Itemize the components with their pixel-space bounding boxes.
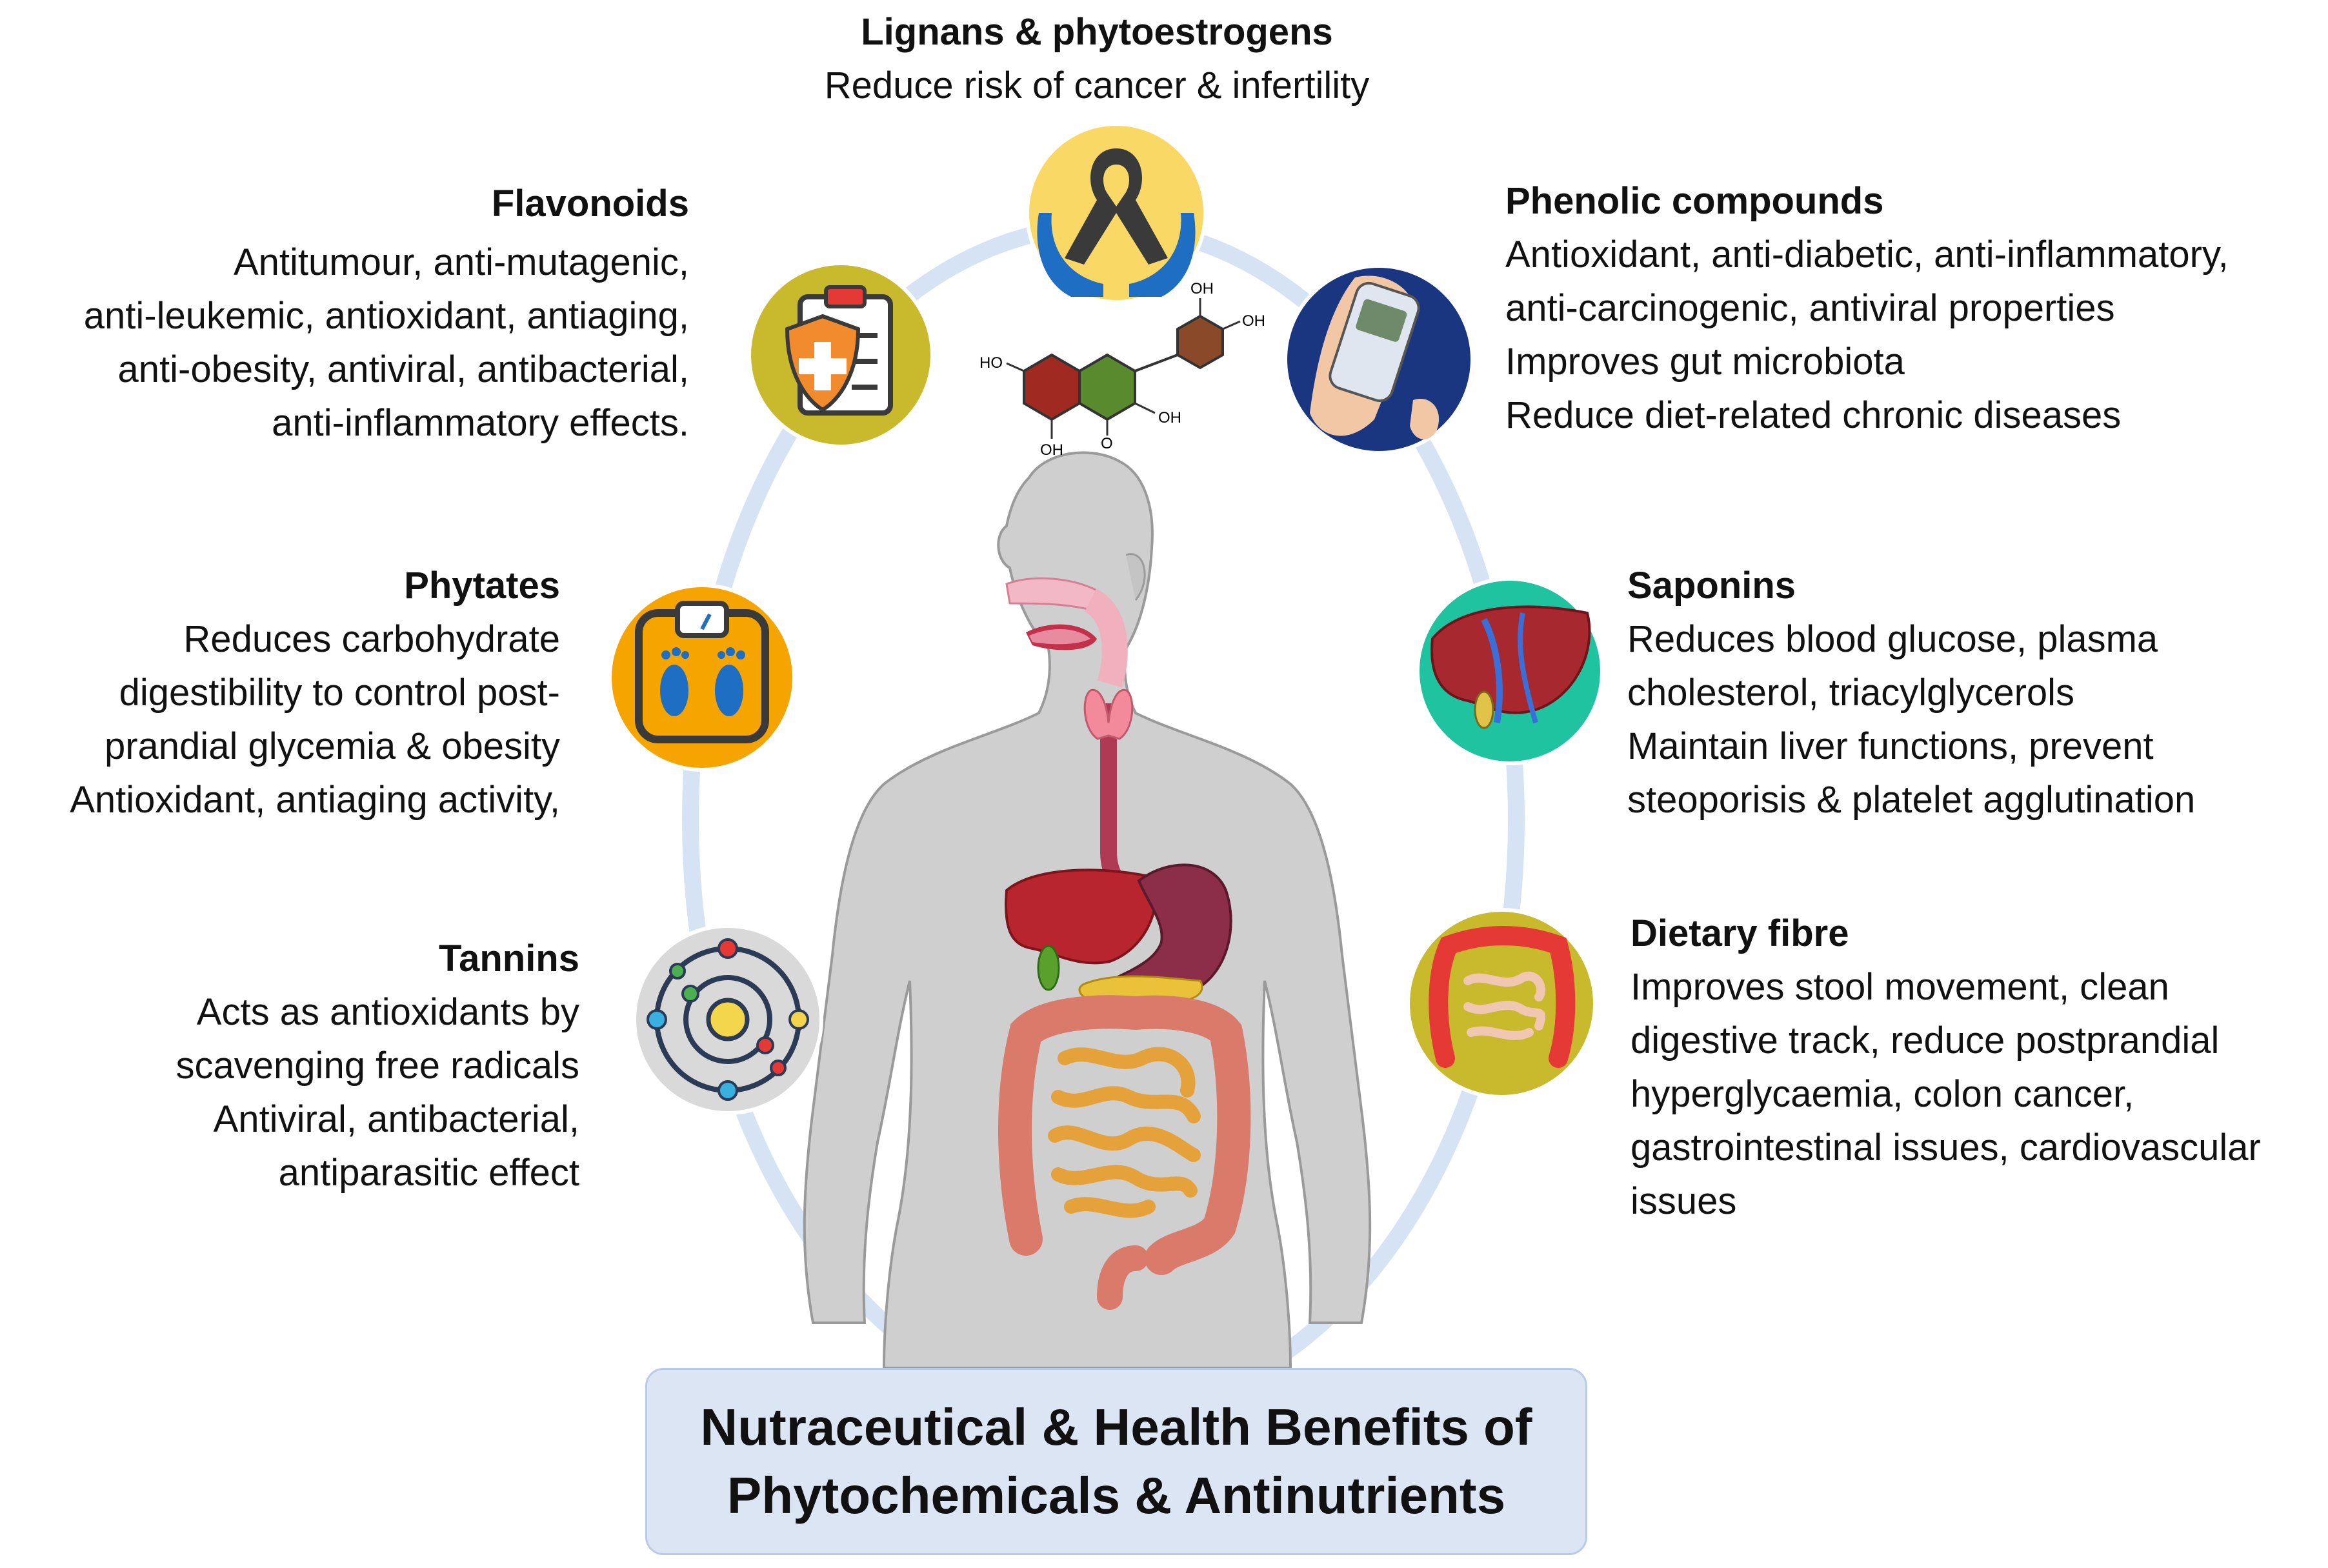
phenolic-line: Reduce diet-related chronic diseases — [1505, 394, 2122, 436]
liver-icon — [1416, 577, 1604, 765]
awareness-ribbon-hands-icon — [1025, 122, 1207, 304]
phenolic-title: Phenolic compounds — [1505, 180, 1884, 222]
fibre-line: digestive track, reduce postprandial — [1631, 1020, 2220, 1061]
tannins-line: Acts as antioxidants by — [196, 991, 579, 1033]
molecule-ring-right — [1176, 314, 1224, 370]
fibre-line: hyperglycaemia, colon cancer, — [1631, 1073, 2134, 1115]
liver — [1005, 869, 1158, 965]
molecule-label: OH — [1242, 312, 1265, 330]
flavonoids-line: Antitumour, anti-mutagenic, — [233, 241, 689, 283]
molecule-label: OH — [1040, 441, 1063, 459]
flavonoid-molecule: OH OH HO OH OH O — [979, 280, 1265, 459]
weighing-scale-icon — [608, 583, 796, 772]
lignans-title: Lignans & phytoestrogens — [861, 11, 1333, 53]
colon — [998, 995, 1251, 1275]
fibre-line: issues — [1631, 1180, 1737, 1222]
diagram-title-line2: Phytochemicals & Antinutrients — [727, 1467, 1506, 1524]
tannins-line: Antiviral, antibacterial, — [213, 1098, 579, 1140]
phytates-line: digestibility to control post- — [119, 672, 560, 714]
medical-clipboard-icon — [747, 261, 934, 448]
flavonoids-block: Flavonoids Antitumour, anti-mutagenic, a… — [0, 177, 689, 450]
phytates-line: Reduces carbohydrate — [183, 618, 560, 660]
saponins-line: steoporisis & platelet agglutination — [1627, 779, 2196, 821]
rectum — [1097, 1245, 1149, 1310]
glucose-meter-icon — [1283, 264, 1474, 455]
saponins-title: Saponins — [1627, 565, 1796, 607]
phenolic-line: Antioxidant, anti-diabetic, anti-inflamm… — [1505, 234, 2229, 276]
flavonoids-title: Flavonoids — [491, 183, 689, 225]
tannins-block: Tannins Acts as antioxidants by scavengi… — [0, 932, 579, 1200]
fibre-line: Improves stool movement, clean — [1631, 966, 2169, 1008]
diagram-title-box: Nutraceutical & Health Benefits of Phyto… — [645, 1368, 1587, 1555]
molecule-label: OH — [1158, 409, 1181, 427]
molecule-label: OH — [1190, 280, 1214, 297]
ear — [1125, 553, 1146, 601]
phenolic-line: Improves gut microbiota — [1505, 341, 1905, 383]
flavonoids-line: anti-leukemic, antioxidant, antiaging, — [83, 295, 689, 337]
flavonoids-line: anti-inflammatory effects. — [272, 402, 689, 444]
phytates-block: Phytates Reduces carbohydrate digestibil… — [0, 559, 560, 827]
gall-bladder — [1037, 945, 1060, 991]
molecule-orbit-icon — [632, 924, 823, 1115]
tannins-title: Tannins — [438, 938, 579, 980]
fibre-title: Dietary fibre — [1631, 912, 1849, 954]
molecule-ring-middle — [1078, 353, 1136, 421]
flavonoids-line: anti-obesity, antiviral, antibacterial, — [117, 348, 689, 390]
saponins-line: Reduces blood glucose, plasma — [1627, 618, 2158, 660]
small-intestine — [1048, 1047, 1201, 1218]
molecule-label: HO — [979, 354, 1003, 372]
fibre-block: Dietary fibre Improves stool movement, c… — [1631, 907, 2324, 1228]
molecule-label: O — [1101, 435, 1113, 452]
lignans-line: Reduce risk of cancer & infertility — [824, 65, 1370, 106]
tongue — [1029, 628, 1090, 645]
phenolic-block: Phenolic compounds Antioxidant, anti-dia… — [1505, 174, 2325, 442]
human-body-illustration — [803, 451, 1372, 1369]
pharynx — [1083, 588, 1128, 688]
tannins-line: antiparasitic effect — [278, 1152, 579, 1194]
tannins-line: scavenging free radicals — [176, 1045, 579, 1087]
saponins-line: Maintain liver functions, prevent — [1627, 725, 2154, 767]
thyroid — [1083, 689, 1134, 740]
phytates-title: Phytates — [404, 565, 560, 607]
intestine-icon — [1406, 908, 1597, 1099]
saponins-block: Saponins Reduces blood glucose, plasma c… — [1627, 559, 2324, 827]
phytates-line: prandial glycemia & obesity — [104, 725, 560, 767]
saponins-line: cholesterol, triacylglycerols — [1627, 672, 2075, 714]
phenolic-line: anti-carcinogenic, antiviral properties — [1505, 287, 2115, 329]
phytates-line: Antioxidant, antiaging activity, — [70, 779, 560, 821]
lignans-block: Lignans & phytoestrogens Reduce risk of … — [761, 5, 1432, 112]
molecule-ring-left — [1023, 353, 1081, 421]
fibre-line: gastrointestinal issues, cardiovascular — [1631, 1127, 2261, 1169]
diagram-title-line1: Nutraceutical & Health Benefits of — [700, 1398, 1532, 1456]
